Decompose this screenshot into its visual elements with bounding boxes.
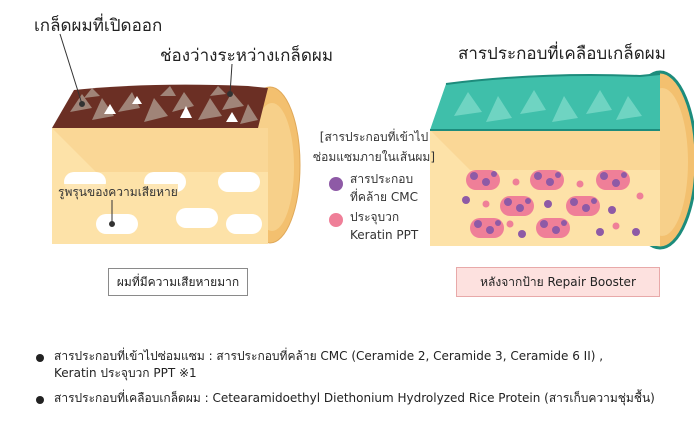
caption-damaged-hair: ผมที่มีความเสียหายมาก xyxy=(108,268,248,296)
label-damage-holes: รูพรุนของความเสียหาย xyxy=(58,184,178,200)
legend-cmc-line1: สารประกอบ xyxy=(350,172,414,186)
note-2-line1: สารประกอบที่เคลือบเกล็ดผม : Cetearamidoe… xyxy=(54,391,655,405)
note-bullet-1 xyxy=(36,354,44,362)
label-gap-between: ช่องว่างระหว่างเกล็ดผม xyxy=(160,46,334,66)
label-coating: สารประกอบที่เคลือบเกล็ดผม xyxy=(458,44,666,64)
inner-repair-label: [สารประกอบที่เข้าไป ซ่อมแซมภายในเส้นผม] xyxy=(306,127,442,167)
note-1-line1: สารประกอบที่เข้าไปซ่อมแซม : สารประกอบที่… xyxy=(54,349,604,363)
legend-ppt-line2: Keratin PPT xyxy=(350,228,419,242)
note-2: สารประกอบที่เคลือบเกล็ดผม : Cetearamidoe… xyxy=(54,390,655,407)
legend-ppt-line1: ประจุบวก xyxy=(350,210,400,224)
legend-cmc: สารประกอบ ที่คล้าย CMC xyxy=(350,170,418,206)
inner-repair-line2: ซ่อมแซมภายในเส้นผม] xyxy=(312,150,436,164)
caption-after-repair: หลังจากป้าย Repair Booster xyxy=(456,267,660,297)
note-1: สารประกอบที่เข้าไปซ่อมแซม : สารประกอบที่… xyxy=(54,348,603,382)
legend-ppt-dot xyxy=(329,213,343,227)
repaired-hair-strand xyxy=(430,70,694,250)
label-cuticle-open: เกล็ดผมที่เปิดออก xyxy=(34,16,163,36)
cuticle-gap xyxy=(104,104,116,114)
damaged-hair-strand xyxy=(52,33,301,244)
inner-repair-line1: [สารประกอบที่เข้าไป xyxy=(319,130,429,144)
coating-layer xyxy=(430,74,660,130)
repair-particles xyxy=(462,170,644,238)
note-bullet-2 xyxy=(36,396,44,404)
note-1-line2: Keratin ประจุบวก PPT ※1 xyxy=(54,366,197,380)
legend-cmc-dot xyxy=(329,177,343,191)
legend-cmc-line2: ที่คล้าย CMC xyxy=(350,190,418,204)
legend-ppt: ประจุบวก Keratin PPT xyxy=(350,208,418,244)
